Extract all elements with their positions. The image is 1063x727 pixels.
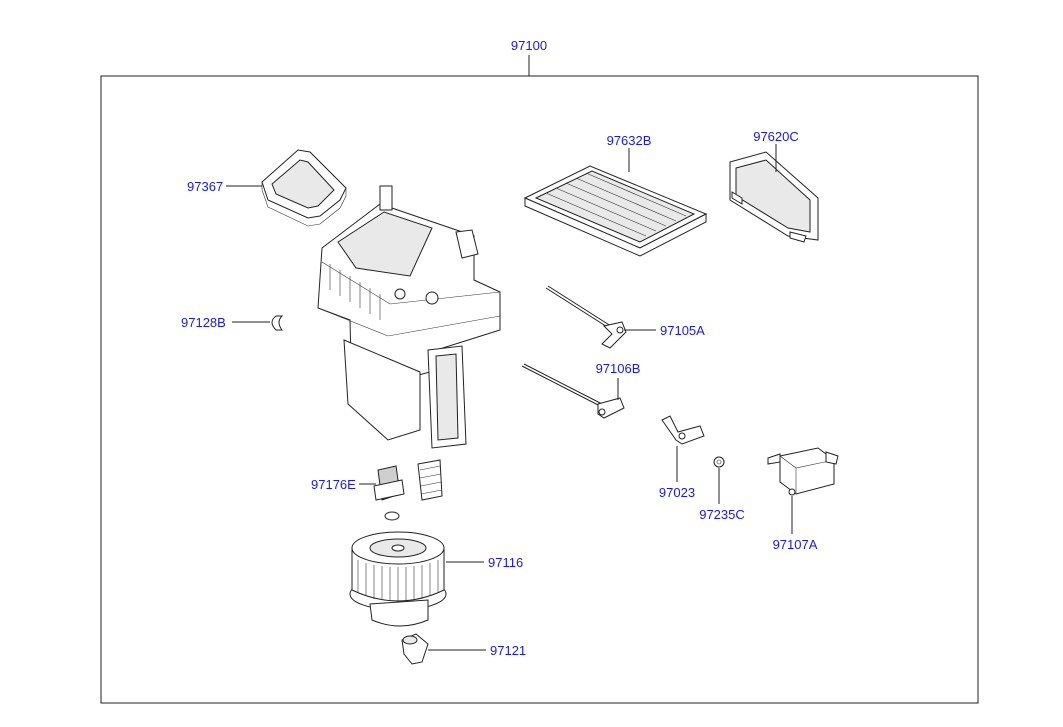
label-97121[interactable]: 97121 <box>490 643 526 658</box>
part-97105A-rod <box>545 285 627 349</box>
label-97128B[interactable]: 97128B <box>181 315 226 330</box>
label-97620C[interactable]: 97620C <box>753 129 799 144</box>
part-97176E-resistor <box>373 459 443 521</box>
label-97176E[interactable]: 97176E <box>311 477 356 492</box>
label-97023[interactable]: 97023 <box>659 485 695 500</box>
part-97128B-clip <box>271 315 284 331</box>
part-97107A-actuator <box>767 447 839 496</box>
part-97632B-cabin-filter <box>523 165 708 257</box>
label-97632B[interactable]: 97632B <box>607 133 652 148</box>
part-97367-gasket <box>261 149 347 227</box>
part-97235C-nut <box>713 456 725 468</box>
part-97121-fitting <box>401 633 429 665</box>
label-97116[interactable]: 97116 <box>488 555 523 570</box>
label-97235C[interactable]: 97235C <box>699 507 745 522</box>
label-97106B[interactable]: 97106B <box>596 361 641 376</box>
part-97116-blower-motor <box>349 531 447 627</box>
assembly-frame <box>100 75 979 704</box>
assembly-label[interactable]: 97100 <box>511 38 547 53</box>
part-97106B-rod <box>521 363 625 419</box>
label-97367[interactable]: 97367 <box>187 179 223 194</box>
part-97023-actuator-link <box>661 415 705 445</box>
blower-housing <box>317 185 501 449</box>
label-97105A[interactable]: 97105A <box>660 323 705 338</box>
part-97620C-filter-cover <box>729 151 819 243</box>
label-97107A[interactable]: 97107A <box>773 537 818 552</box>
